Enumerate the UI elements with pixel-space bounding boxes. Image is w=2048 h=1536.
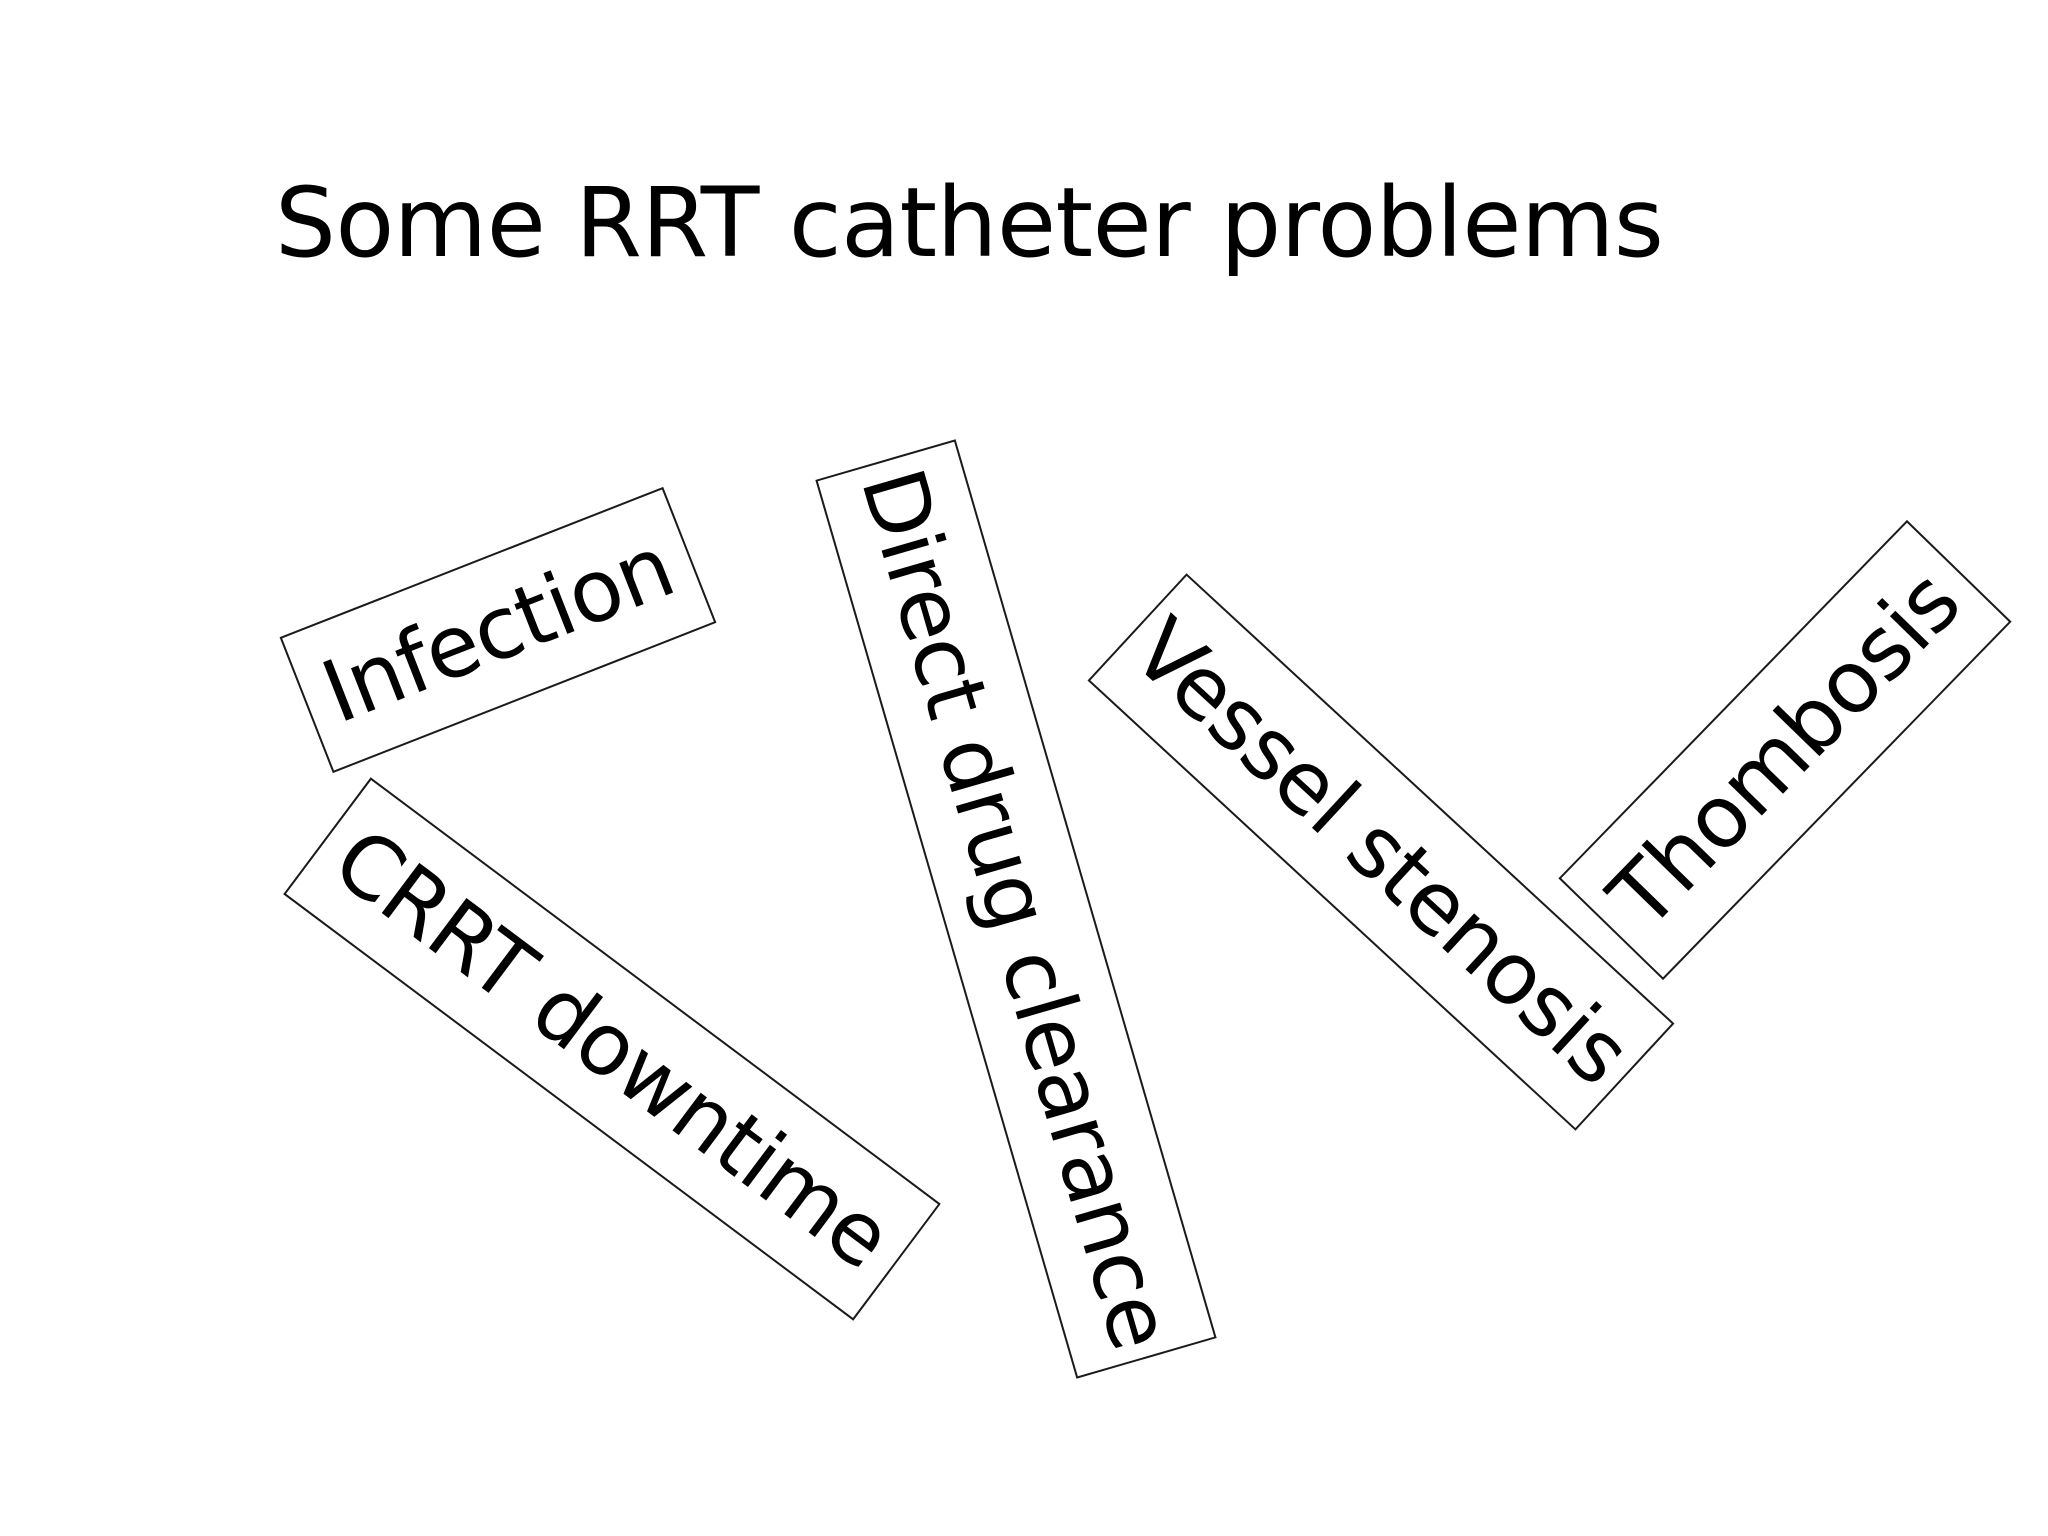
label-text-infection: Infection bbox=[309, 516, 687, 744]
label-text-thombosis: Thombosis bbox=[1590, 551, 1980, 949]
label-text-vessel-stenosis: Vessel stenosis bbox=[1113, 599, 1649, 1105]
label-text-crrt-downtime: CRRT downtime bbox=[315, 809, 909, 1289]
label-box-crrt-downtime[interactable]: CRRT downtime bbox=[283, 777, 941, 1321]
label-box-thombosis[interactable]: Thombosis bbox=[1558, 519, 2012, 981]
slide-title: Some RRT catheter problems bbox=[275, 167, 1664, 280]
label-box-infection[interactable]: Infection bbox=[279, 486, 717, 774]
